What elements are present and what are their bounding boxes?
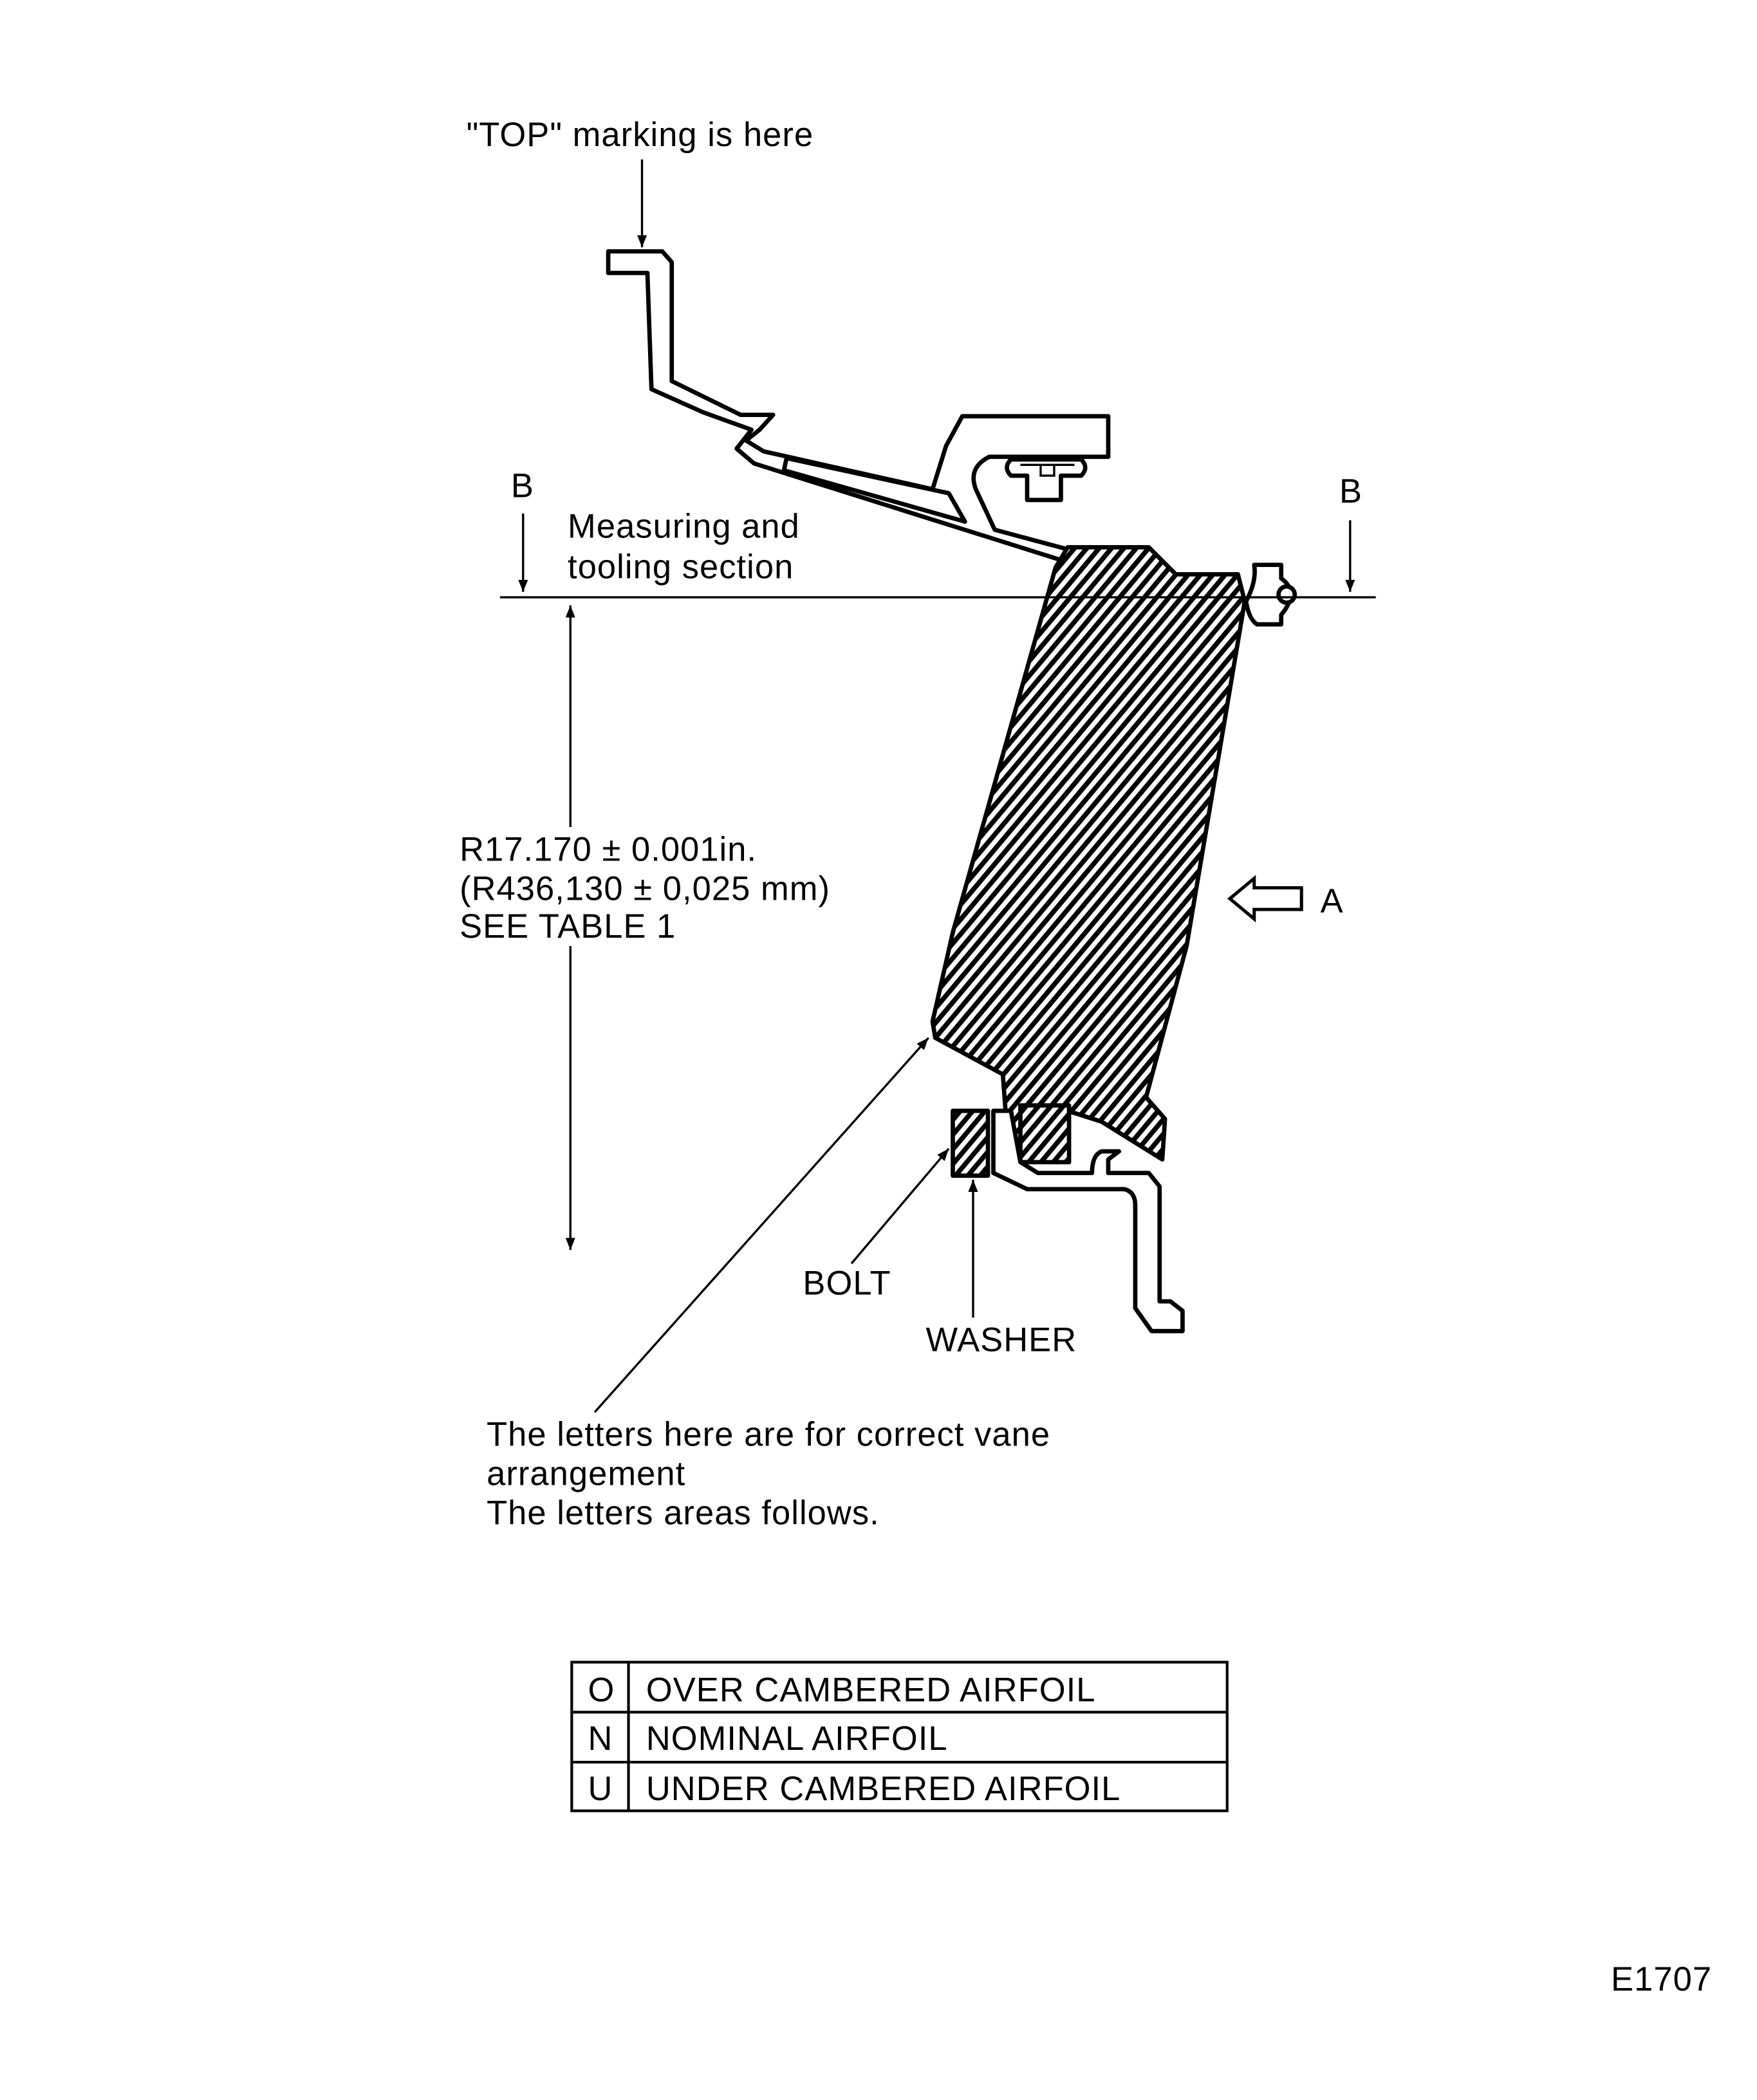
inner-shroud bbox=[991, 1108, 1185, 1333]
table-code: O bbox=[588, 1671, 615, 1709]
radius-label-2: (R436,130 ± 0,025 mm) bbox=[460, 869, 830, 907]
hook-clip bbox=[1005, 457, 1088, 503]
table-code: U bbox=[588, 1770, 613, 1808]
letters-leader bbox=[593, 1037, 929, 1413]
measuring-label-2: tooling section bbox=[568, 548, 794, 586]
bolt-head bbox=[1018, 1103, 1072, 1165]
view-a-label: A bbox=[1321, 882, 1344, 920]
table-description: OVER CAMBERED AIRFOIL bbox=[646, 1671, 1096, 1709]
table-description: UNDER CAMBERED AIRFOIL bbox=[646, 1770, 1121, 1808]
bolt-label: BOLT bbox=[803, 1265, 891, 1303]
figure-id: E1707 bbox=[1611, 1960, 1712, 1998]
view-a-arrow-icon bbox=[1227, 875, 1303, 923]
measuring-label-1: Measuring and bbox=[568, 508, 800, 546]
seal-strip bbox=[781, 456, 967, 524]
note-line-1: The letters here are for correct vane bbox=[487, 1416, 1050, 1454]
radius-label-1: R17.170 ± 0.001in. bbox=[460, 831, 757, 869]
airfoil-code-table: O OVER CAMBERED AIRFOIL N NOMINAL AIRFOI… bbox=[570, 1660, 1229, 1812]
table-code: N bbox=[588, 1720, 613, 1758]
section-label-right: B bbox=[1339, 472, 1362, 510]
clip-slot bbox=[1020, 463, 1075, 477]
bolt-leader bbox=[850, 1148, 950, 1265]
washer-label: WASHER bbox=[925, 1321, 1077, 1359]
outer-shroud bbox=[606, 249, 1111, 564]
note-line-3: The letters areas follows. bbox=[487, 1494, 880, 1532]
table-description: NOMINAL AIRFOIL bbox=[646, 1720, 948, 1758]
airfoil-section bbox=[930, 545, 1247, 1162]
note-line-2: arrangement bbox=[487, 1455, 685, 1493]
washer-part bbox=[951, 1108, 990, 1178]
top-marking-label: "TOP" marking is here bbox=[467, 116, 814, 154]
radius-label-3: SEE TABLE 1 bbox=[460, 907, 676, 945]
tip-hole bbox=[1276, 584, 1297, 605]
section-label-left: B bbox=[511, 467, 534, 505]
